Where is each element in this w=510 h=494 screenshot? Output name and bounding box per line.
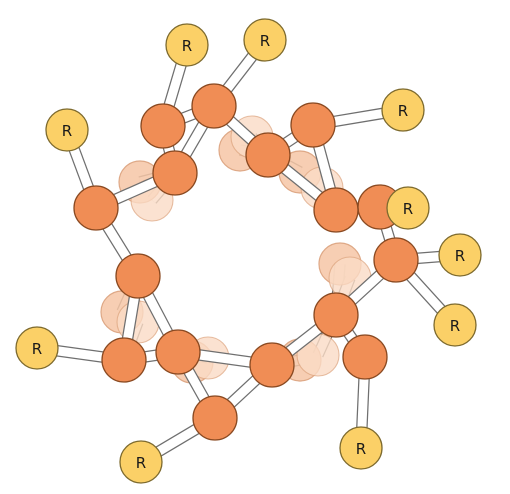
r-group: R — [386, 186, 430, 230]
carbon-atom — [155, 329, 201, 375]
carbon-atom — [192, 395, 238, 441]
r-group-label: R — [62, 122, 72, 140]
r-group-atom — [165, 23, 209, 67]
r-group-atom — [386, 186, 430, 230]
r-group: R — [15, 326, 59, 370]
r-group: R — [119, 440, 163, 484]
carbon-atom — [249, 342, 295, 388]
r-group-label: R — [32, 340, 42, 358]
carbon-atom — [245, 132, 291, 178]
carbon-atom — [140, 103, 186, 149]
r-group: R — [243, 18, 287, 62]
r-group-atom — [433, 303, 477, 347]
r-group-atom — [381, 88, 425, 132]
carbon-atom — [313, 292, 359, 338]
r-group-label: R — [260, 32, 270, 50]
r-group-label: R — [136, 454, 146, 472]
carbon-atom — [115, 253, 161, 299]
carbon-atom — [101, 337, 147, 383]
r-group-label: R — [182, 37, 192, 55]
r-group-atom — [45, 108, 89, 152]
r-group: R — [165, 23, 209, 67]
carbon-atom — [313, 187, 359, 233]
r-group-atom — [243, 18, 287, 62]
carbon-atom — [373, 237, 419, 283]
r-group: R — [438, 233, 482, 277]
r-group: R — [433, 303, 477, 347]
carbon-atom — [290, 102, 336, 148]
r-group: R — [339, 426, 383, 470]
r-group-label: R — [450, 317, 460, 335]
r-group-label: R — [403, 200, 413, 218]
r-group-label: R — [398, 102, 408, 120]
r-group: R — [45, 108, 89, 152]
r-group-atom — [119, 440, 163, 484]
carbon-atom — [342, 334, 388, 380]
r-group-label: R — [356, 440, 366, 458]
carbon-atom — [191, 83, 237, 129]
r-group-atom — [15, 326, 59, 370]
r-group-label: R — [455, 247, 465, 265]
carbon-atom — [152, 150, 198, 196]
r-group-atom — [339, 426, 383, 470]
ring-atoms-front — [73, 83, 419, 441]
carbon-atom — [73, 185, 119, 231]
r-group-atoms: R R R R R R R R R R — [15, 18, 482, 484]
r-group: R — [381, 88, 425, 132]
r-group-atom — [438, 233, 482, 277]
ring-atoms-back — [100, 115, 372, 384]
